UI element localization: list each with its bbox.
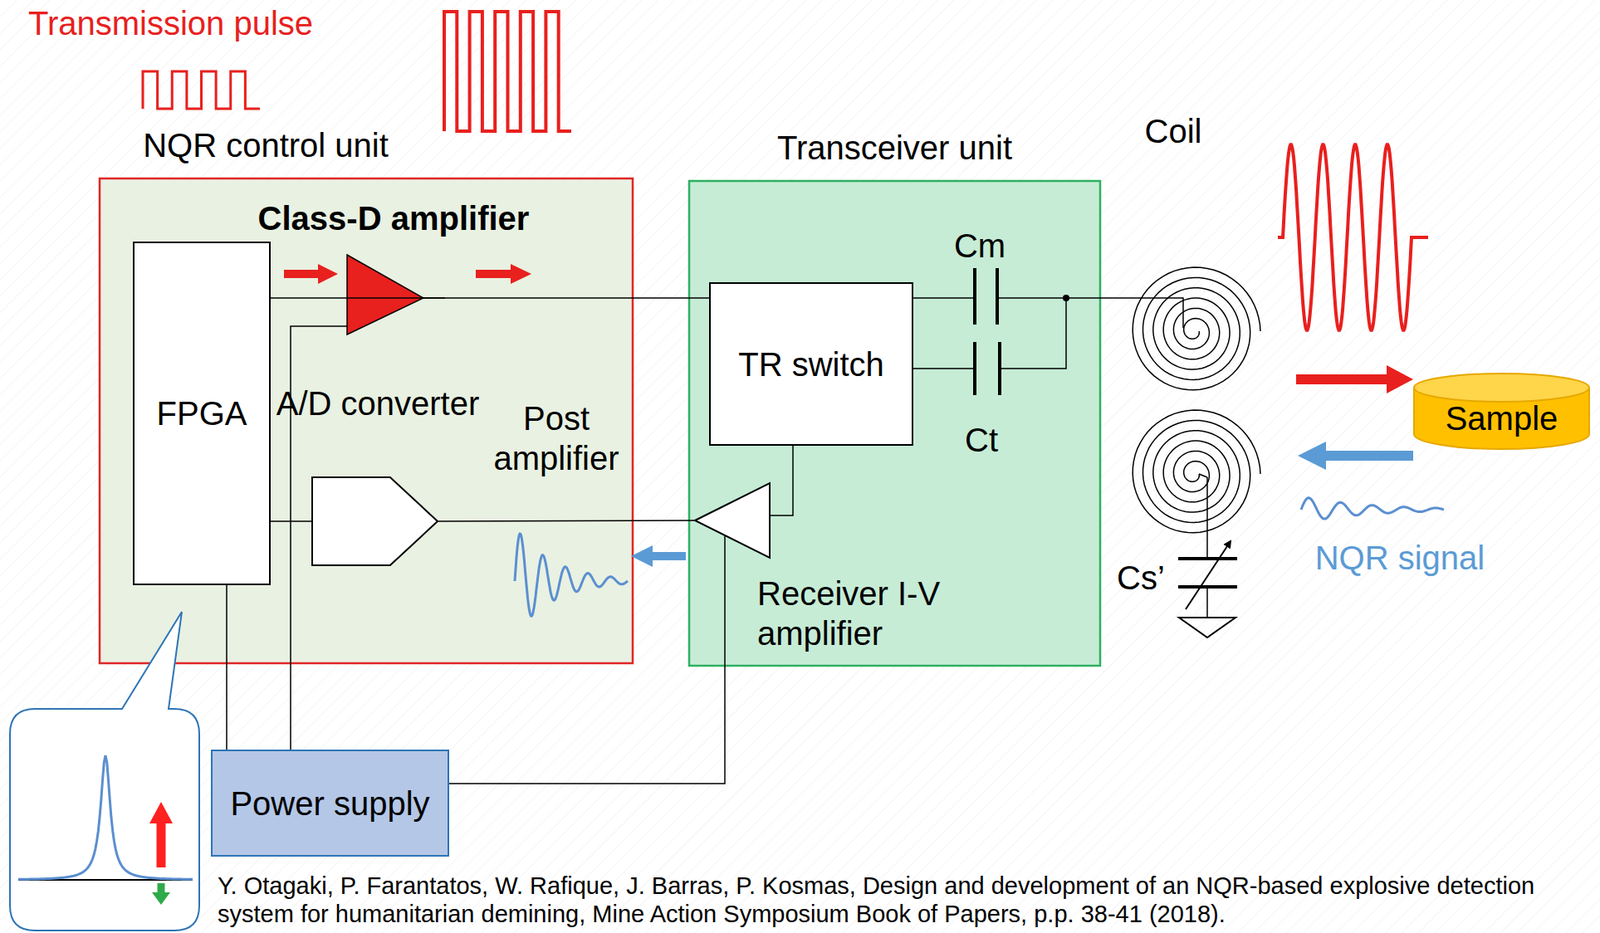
pulse-wave <box>444 11 572 132</box>
down-arrow <box>157 883 166 894</box>
flow-arrow <box>631 545 653 568</box>
nqr-wave <box>1301 498 1444 519</box>
wire-connector <box>225 585 228 750</box>
sample-cylinder: Sample <box>1413 372 1591 450</box>
down-arrow <box>151 892 171 906</box>
up-arrow <box>149 802 173 824</box>
received-wave <box>514 533 628 617</box>
tr-switch-box: TR switch <box>709 282 914 446</box>
block-label: Post amplifier <box>473 398 640 479</box>
flow-arrow <box>649 552 686 561</box>
node-label: Sample <box>1445 398 1559 439</box>
wire-connector <box>438 520 695 522</box>
amplifier-outline <box>694 483 770 558</box>
up-arrow <box>156 822 167 868</box>
capacitor-symbol <box>974 268 998 325</box>
amplifier-heading: Class-D amplifier <box>224 198 563 239</box>
unit-heading: Transceiver unit <box>689 127 1101 168</box>
coil-winding <box>1132 410 1261 534</box>
part-label: Coil <box>1144 111 1203 152</box>
adc-symbol: A/D converter <box>311 476 439 567</box>
adc-symbol-outline <box>311 476 439 567</box>
fpga-box: FPGA <box>132 241 271 586</box>
transmit-arrow <box>1296 374 1391 385</box>
coil-winding <box>1132 267 1261 391</box>
spectrum-peak <box>18 755 193 880</box>
wire-connector <box>770 445 793 516</box>
signal-arrow <box>1297 441 1326 470</box>
wire <box>1206 477 1209 618</box>
wire-connector <box>270 297 710 299</box>
amplifier-symbol <box>347 254 424 335</box>
transceiver-ground <box>689 181 1101 666</box>
ground-symbol <box>1179 617 1236 638</box>
transmit-wave <box>1277 144 1429 331</box>
node-label: Power supply <box>229 783 430 824</box>
component-label: Cs’ <box>1116 557 1165 598</box>
receiver-amplifier: Receiver I-V amplifier <box>694 482 771 559</box>
flow-arrow <box>475 269 513 279</box>
citation-caption: Y. Otagaki, P. Farantatos, W. Rafique, J… <box>217 871 1588 929</box>
wire <box>913 298 1067 369</box>
amplifier-label: Receiver I-V amplifier <box>757 573 965 654</box>
callout-bubble <box>9 611 200 931</box>
transceiver-box: Transceiver unitTR switchReceiver I-V am… <box>689 181 1101 666</box>
flow-arrow <box>510 264 532 284</box>
adc-outline <box>312 477 438 566</box>
capacitor-symbol <box>1178 558 1238 588</box>
flow-arrow <box>318 264 338 284</box>
adc-label: A/D converter <box>261 383 495 424</box>
component-label: Cm <box>954 225 1006 266</box>
node-label: TR switch <box>738 344 885 385</box>
pulse-wave <box>142 71 260 109</box>
node-label: FPGA <box>156 393 248 434</box>
wire-connector <box>449 536 725 784</box>
unit-heading: NQR control unit <box>99 125 432 166</box>
junction-dot <box>1062 294 1070 302</box>
receiver-amplifier-outline <box>694 482 771 559</box>
cylinder-top <box>1414 373 1590 402</box>
flow-arrow <box>283 269 320 279</box>
transmit-arrow <box>1386 365 1414 394</box>
signal-label: NQR signal <box>1315 538 1486 578</box>
signal-arrow <box>1321 450 1414 461</box>
title-label: Transmission pulse <box>28 3 314 44</box>
wire-connector <box>270 520 312 523</box>
variable-arrow <box>1185 541 1231 610</box>
component-label: Ct <box>964 420 999 460</box>
power-supply-box: Power supply <box>210 749 450 857</box>
capacitor-symbol <box>974 342 1000 396</box>
